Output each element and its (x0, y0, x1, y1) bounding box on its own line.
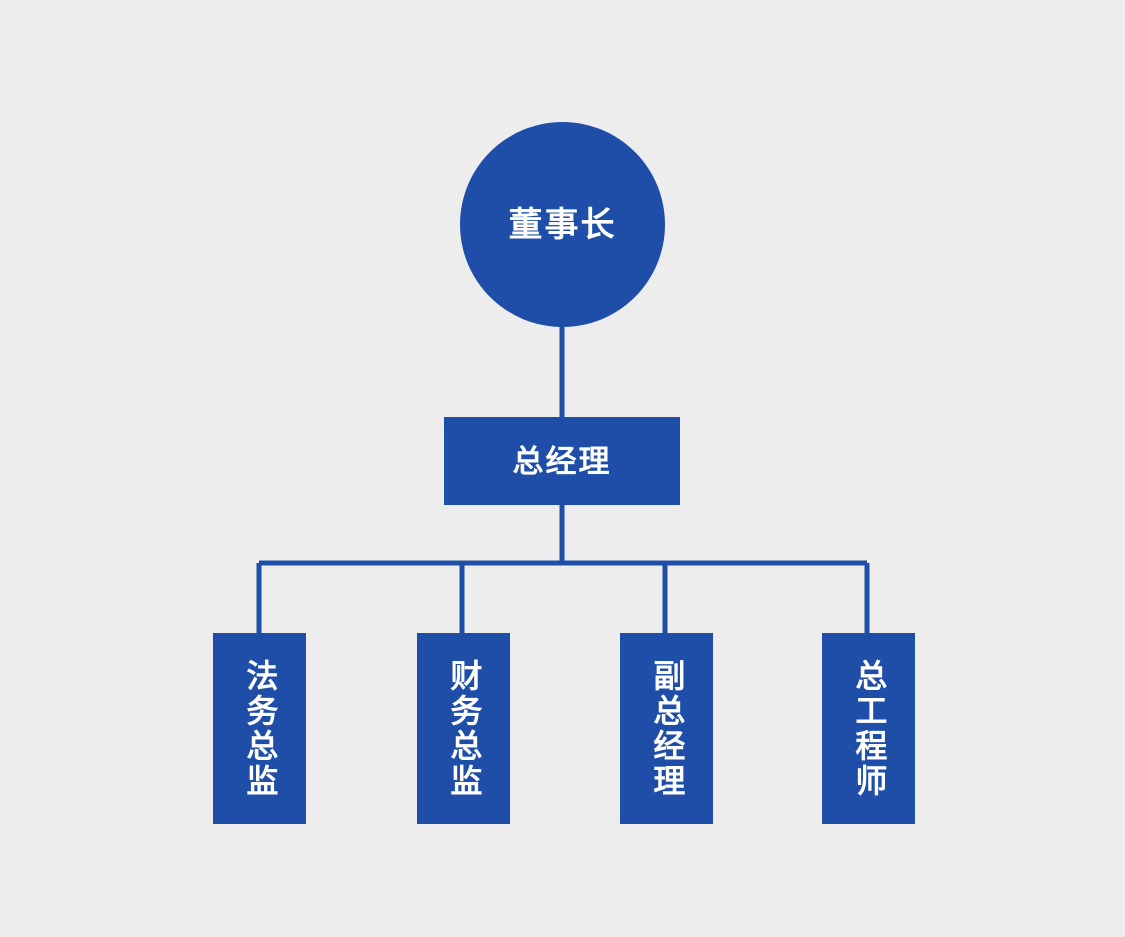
node-deputy-general-manager[interactable]: 副总经理 (620, 633, 713, 824)
node-finance-director-label: 财务总监 (446, 658, 483, 799)
node-general-manager[interactable]: 总经理 (444, 417, 680, 505)
node-chairman[interactable]: 董事长 (460, 122, 665, 327)
node-legal-director[interactable]: 法务总监 (213, 633, 306, 824)
node-chief-engineer[interactable]: 总工程师 (822, 633, 915, 824)
node-chairman-label: 董事长 (508, 205, 617, 244)
node-general-manager-label: 总经理 (512, 443, 612, 479)
node-deputy-general-manager-label: 副总经理 (649, 658, 686, 799)
node-finance-director[interactable]: 财务总监 (417, 633, 510, 824)
node-chief-engineer-label: 总工程师 (851, 658, 888, 799)
node-legal-director-label: 法务总监 (242, 658, 279, 799)
